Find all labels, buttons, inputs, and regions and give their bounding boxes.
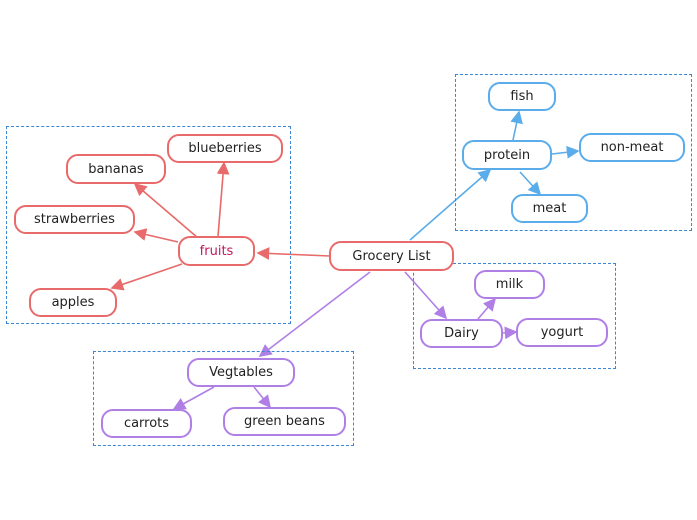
leaf-label: fish: [510, 89, 534, 104]
leaf-node-apples[interactable]: apples: [29, 288, 117, 317]
edge-veg-carrots: [172, 386, 215, 410]
root-node[interactable]: Grocery List: [329, 241, 454, 271]
protein-group-region: [455, 74, 692, 231]
edge-root-fruits: [256, 247, 331, 260]
leaf-node-carrots[interactable]: carrots: [101, 409, 192, 438]
leaf-node-green-beans[interactable]: green beans: [223, 407, 346, 436]
leaf-label: non-meat: [600, 140, 664, 155]
edge-protein-nonmeat: [551, 145, 580, 159]
root-label: Grocery List: [352, 248, 431, 264]
fruits-group-region: [6, 126, 291, 324]
edge-root-dairy: [404, 271, 448, 320]
leaf-label: meat: [532, 201, 567, 216]
leaf-label: milk: [495, 277, 524, 292]
leaf-node-milk[interactable]: milk: [474, 270, 545, 299]
edge-root-vegetables: [258, 271, 371, 357]
leaf-label: green beans: [244, 414, 325, 429]
leaf-node-non-meat[interactable]: non-meat: [579, 133, 685, 162]
leaf-node-meat[interactable]: meat: [511, 194, 588, 223]
leaf-node-fish[interactable]: fish: [488, 82, 556, 111]
leaf-label: strawberries: [34, 212, 115, 227]
edge-fruits-blueberries: [216, 161, 230, 237]
leaf-node-bananas[interactable]: bananas: [66, 154, 166, 184]
leaf-label: yogurt: [540, 325, 584, 340]
vegetables-group-region: [93, 351, 354, 446]
leaf-node-strawberries[interactable]: strawberries: [14, 205, 135, 234]
edge-fruits-strawberries: [133, 228, 179, 243]
branch-node-dairy[interactable]: Dairy: [420, 319, 503, 348]
branch-label-dairy: Dairy: [444, 326, 479, 341]
edge-dairy-yogurt: [502, 326, 518, 340]
branch-node-protein[interactable]: protein: [462, 140, 552, 170]
branch-node-fruits[interactable]: fruits: [178, 236, 255, 266]
dairy-group-region: [413, 263, 616, 369]
branch-node-vegetables[interactable]: Vegtables: [187, 358, 295, 387]
edge-fruits-bananas: [133, 182, 199, 239]
edge-protein-fish: [510, 110, 523, 141]
edge-dairy-milk: [477, 297, 497, 320]
edge-root-protein: [409, 168, 492, 241]
leaf-label: blueberries: [188, 141, 262, 156]
leaf-node-blueberries[interactable]: blueberries: [167, 134, 283, 163]
edge-fruits-apples: [110, 263, 183, 291]
leaf-label: bananas: [88, 161, 144, 177]
leaf-label: carrots: [123, 416, 170, 431]
branch-label-protein: protein: [483, 147, 531, 163]
leaf-node-yogurt[interactable]: yogurt: [516, 318, 608, 347]
edge-veg-greenbeans: [253, 386, 271, 409]
leaf-label: apples: [51, 295, 95, 310]
edge-protein-meat: [519, 171, 542, 196]
branch-label-fruits: fruits: [199, 243, 234, 259]
branch-label-vegetables: Vegtables: [209, 365, 273, 380]
